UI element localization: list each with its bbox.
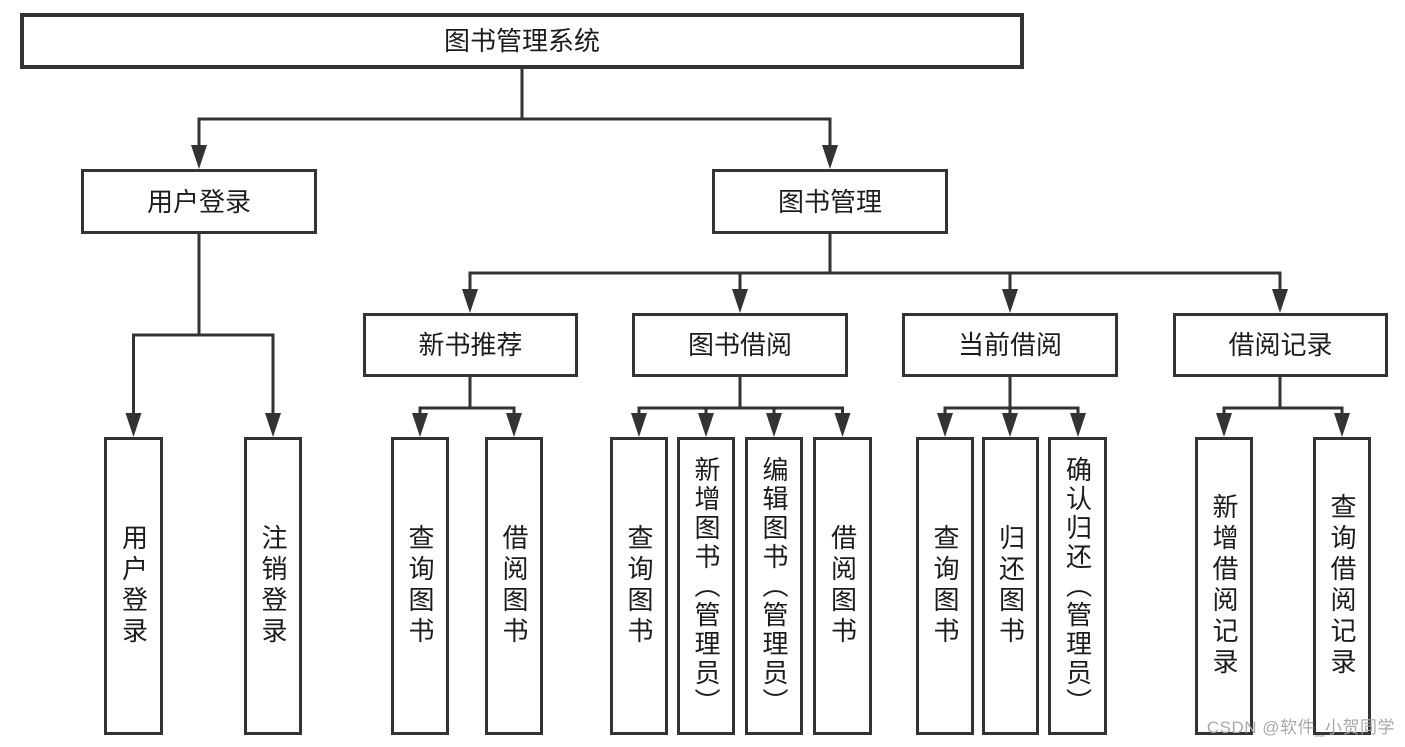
connector-user-login-to-leaves xyxy=(125,234,281,437)
arrow-down-icon xyxy=(698,413,714,437)
node-label: 图书管理系统 xyxy=(443,26,600,56)
connector-borrow-records-to-leaves xyxy=(1216,377,1350,437)
node-label: 借阅记录 xyxy=(1228,330,1333,360)
arrow-down-icon xyxy=(506,413,522,437)
leaf-node-user-login: 用户登录 xyxy=(104,437,163,735)
arrow-down-icon xyxy=(631,413,647,437)
arrow-down-icon xyxy=(1002,289,1018,313)
branch-node-user-login: 用户登录 xyxy=(81,169,317,234)
leaf-node-query-books: 查询图书 xyxy=(610,437,668,735)
leaf-node-query-books: 查询图书 xyxy=(916,437,974,735)
leaf-node-query-borrow-record: 查询借阅记录 xyxy=(1313,437,1371,735)
leaf-node-confirm-return-admin: 确认归还（管理员） xyxy=(1048,437,1107,735)
connector-book-borrow-to-leaves xyxy=(631,377,851,437)
node-label: 用户登录 xyxy=(146,186,251,217)
arrow-down-icon xyxy=(732,289,748,313)
arrow-down-icon xyxy=(125,413,142,437)
node-label: 新书推荐 xyxy=(418,330,523,360)
node-label: 查询图书 xyxy=(930,524,960,648)
node-label: 查询图书 xyxy=(624,524,654,648)
node-label: 新增借阅记录 xyxy=(1209,493,1239,679)
leaf-node-add-borrow-record: 新增借阅记录 xyxy=(1195,437,1253,735)
node-label: 借阅图书 xyxy=(827,524,858,648)
module-node-current-borrowing: 当前借阅 xyxy=(902,313,1118,377)
module-node-new-book-recommendation: 新书推荐 xyxy=(363,313,578,377)
arrow-down-icon xyxy=(265,413,281,437)
arrow-down-icon xyxy=(1070,413,1086,437)
csdn-watermark: CSDN @软件_小贺同学 xyxy=(1206,718,1395,737)
arrow-down-icon xyxy=(1334,413,1350,437)
arrow-down-icon xyxy=(937,413,953,437)
arrow-down-icon xyxy=(822,145,838,169)
arrow-down-icon xyxy=(1272,289,1288,313)
node-label: 图书管理 xyxy=(777,186,882,217)
leaf-node-add-books-admin: 新增图书（管理员） xyxy=(677,437,735,735)
branch-node-book-management: 图书管理 xyxy=(712,169,948,234)
arrow-down-icon xyxy=(412,413,428,437)
node-label: 确认归还（管理员） xyxy=(1062,455,1093,717)
leaf-node-query-books: 查询图书 xyxy=(391,437,449,735)
arrow-down-icon xyxy=(834,413,851,437)
module-node-book-borrowing: 图书借阅 xyxy=(632,313,848,377)
arrow-down-icon xyxy=(462,289,478,313)
leaf-node-return-books: 归还图书 xyxy=(982,437,1039,735)
node-label: 注销登录 xyxy=(258,524,288,648)
connector-current-borrow-to-leaves xyxy=(937,377,1086,437)
node-label: 编辑图书（管理员） xyxy=(759,455,789,717)
node-label: 用户登录 xyxy=(118,524,149,648)
node-label: 新增图书（管理员） xyxy=(691,455,721,717)
arrow-down-icon xyxy=(1216,413,1232,437)
connector-book-mgmt-to-modules xyxy=(462,234,1288,313)
node-label: 归还图书 xyxy=(995,524,1026,648)
root-node-system: 图书管理系统 xyxy=(20,13,1024,69)
arrow-down-icon xyxy=(1002,413,1018,437)
node-label: 查询图书 xyxy=(405,524,435,648)
node-label: 当前借阅 xyxy=(957,330,1062,360)
connector-new-book-rec-to-leaves xyxy=(412,377,522,437)
leaf-node-edit-books-admin: 编辑图书（管理员） xyxy=(745,437,803,735)
module-node-borrowing-records: 借阅记录 xyxy=(1173,313,1388,377)
connector-root-to-branches xyxy=(191,69,838,169)
node-label: 图书借阅 xyxy=(687,330,792,360)
node-label: 借阅图书 xyxy=(499,524,529,648)
node-label: 查询借阅记录 xyxy=(1327,493,1357,679)
leaf-node-logout: 注销登录 xyxy=(244,437,302,735)
arrow-down-icon xyxy=(191,145,207,169)
arrow-down-icon xyxy=(766,413,782,437)
leaf-node-borrow-books: 借阅图书 xyxy=(813,437,872,735)
leaf-node-borrow-books: 借阅图书 xyxy=(485,437,543,735)
